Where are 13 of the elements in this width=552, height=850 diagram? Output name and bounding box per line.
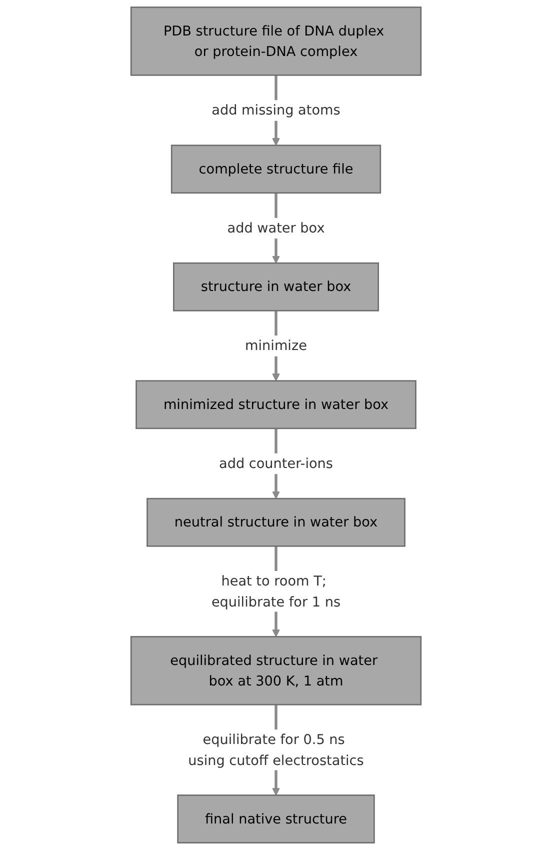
node-box: structure in water box <box>173 262 379 312</box>
node-box: final native structure <box>177 794 375 844</box>
edge-label: heat to room T; equilibrate for 1 ns <box>211 572 341 610</box>
node-box: neutral structure in water box <box>146 498 406 547</box>
node-box: minimized structure in water box <box>136 380 416 430</box>
node-box: PDB structure file of DNA duplex or protein-DNA complex <box>130 6 422 76</box>
edge-label: add water box <box>227 220 325 236</box>
edge-label: add counter-ions <box>219 455 333 472</box>
node-box: equilibrated structure in water box at 300 K, 1 atm <box>130 636 422 706</box>
edge-label: minimize <box>245 337 307 354</box>
edge-label: equilibrate for 0.5 ns using cutoff electrostatics <box>188 731 364 768</box>
edge-label: add missing atoms <box>212 102 340 118</box>
node-box: complete structure file <box>170 144 382 194</box>
